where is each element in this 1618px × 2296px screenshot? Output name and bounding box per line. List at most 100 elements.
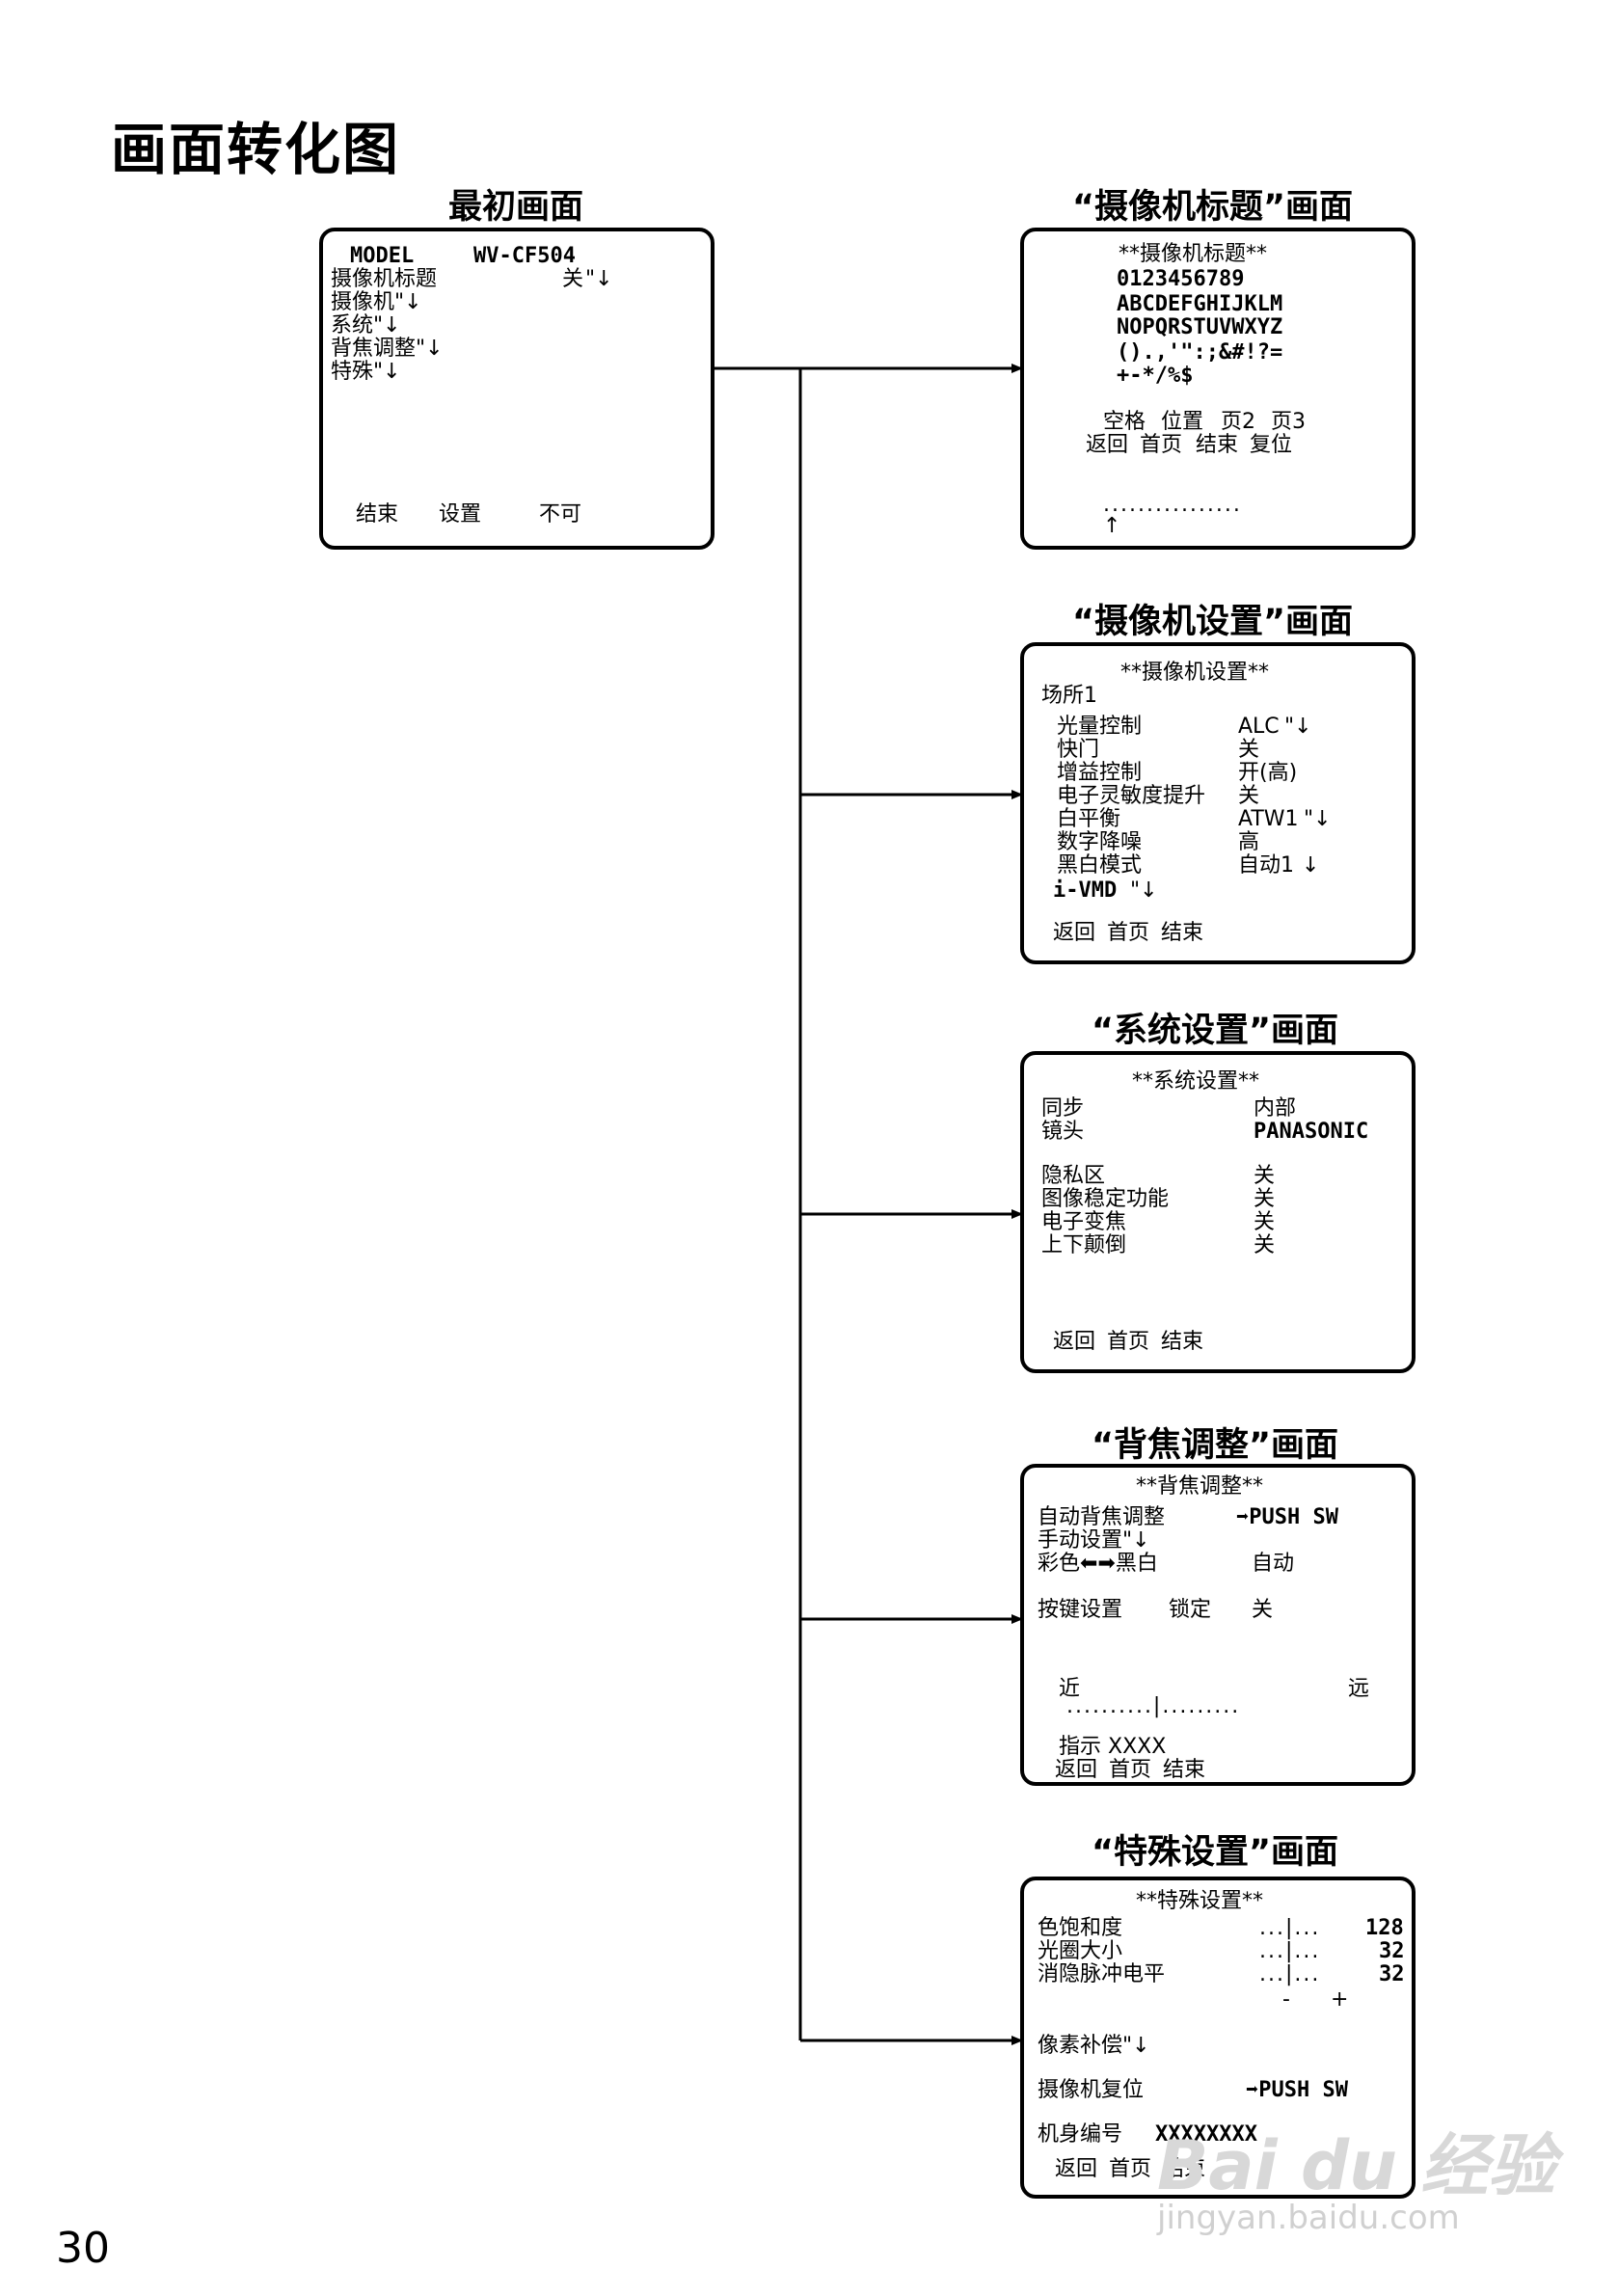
position-button[interactable]: 位置: [1161, 410, 1204, 434]
screen-header: **摄像机设置**: [1120, 661, 1270, 685]
lens-label[interactable]: 镜头: [1041, 1120, 1085, 1144]
disable-button[interactable]: 不可: [539, 502, 582, 527]
level-bar[interactable]: ...|...: [1259, 1962, 1321, 1986]
setting-value: 关: [1254, 1210, 1276, 1234]
sync-label[interactable]: 同步: [1041, 1096, 1085, 1121]
auto-focus-label[interactable]: 自动背焦调整: [1038, 1505, 1166, 1529]
camera-title-screen: **摄像机标题** 0123456789 ABCDEFGHIJKLM NOPQR…: [1020, 228, 1416, 550]
setting-value: 关: [1254, 1164, 1276, 1188]
system-setup-screen: **系统设置** 同步 内部 镜头 PANASONIC 隐私区 关 图像稳定功能…: [1020, 1051, 1416, 1373]
end-button[interactable]: 结束: [1196, 433, 1239, 457]
submenu-icon: "↓: [373, 360, 401, 384]
vmd-label[interactable]: i-VMD: [1053, 878, 1118, 903]
focus-indicator-bar: ..........|.........: [1066, 1694, 1241, 1718]
end-button[interactable]: 结束: [1163, 2157, 1206, 2181]
cursor-icon: ↑: [1103, 514, 1121, 538]
watermark-url: jingyan.baidu.com: [1157, 2199, 1460, 2237]
level-value: 128: [1365, 1916, 1404, 1940]
back-button[interactable]: 返回: [1086, 433, 1129, 457]
home-button[interactable]: 首页: [1107, 1330, 1150, 1354]
end-button[interactable]: 结束: [1161, 921, 1204, 945]
end-button[interactable]: 结束: [1161, 1330, 1204, 1354]
char-row-symbols-1[interactable]: ().,'":;&#!?=: [1117, 340, 1283, 365]
setting-value: 关: [1238, 784, 1260, 808]
setting-label[interactable]: 电子变焦: [1041, 1210, 1127, 1234]
back-button[interactable]: 返回: [1053, 921, 1096, 945]
level-bar[interactable]: ...|...: [1259, 1916, 1321, 1940]
screen-header: **系统设置**: [1132, 1069, 1260, 1094]
back-button[interactable]: 返回: [1053, 1330, 1096, 1354]
set-button[interactable]: 设置: [439, 502, 482, 527]
camera-reset-value[interactable]: ➡PUSH SW: [1246, 2078, 1348, 2102]
setting-value: 关: [1238, 738, 1260, 762]
special-setup-screen: **特殊设置** 色饱和度 ...|... 128 光圈大小 ...|... 3…: [1020, 1877, 1416, 2199]
setting-label[interactable]: 消隐脉冲电平: [1038, 1962, 1166, 1986]
serial-label: 机身编号: [1038, 2122, 1123, 2147]
setting-label[interactable]: 数字降噪: [1057, 830, 1143, 854]
setting-label[interactable]: 图像稳定功能: [1041, 1187, 1170, 1211]
setting-label[interactable]: 快门: [1057, 738, 1100, 762]
menu-special[interactable]: 特殊: [331, 360, 374, 384]
menu-back-focus[interactable]: 背焦调整: [331, 337, 417, 361]
end-button[interactable]: 结束: [356, 502, 399, 527]
back-button[interactable]: 返回: [1055, 2157, 1098, 2181]
setting-label[interactable]: 上下颠倒: [1041, 1233, 1127, 1257]
setting-label[interactable]: 电子灵敏度提升: [1057, 784, 1206, 808]
level-bar[interactable]: ...|...: [1259, 1939, 1321, 1963]
back-focus-screen: **背焦调整** 自动背焦调整 ➡PUSH SW 手动设置 "↓ 彩色⬅➡黑白 …: [1020, 1464, 1416, 1786]
camera-title-screen-heading: “摄像机标题”画面: [1072, 188, 1354, 227]
submenu-icon: "↓: [1304, 807, 1332, 831]
home-button[interactable]: 首页: [1107, 921, 1150, 945]
setting-label[interactable]: 光圈大小: [1038, 1939, 1123, 1963]
level-value: 32: [1379, 1962, 1405, 1986]
back-button[interactable]: 返回: [1055, 1758, 1098, 1782]
menu-system[interactable]: 系统: [331, 313, 374, 338]
space-button[interactable]: 空格: [1103, 410, 1146, 434]
setting-label[interactable]: 色饱和度: [1038, 1916, 1123, 1940]
setting-value: 关: [1254, 1187, 1276, 1211]
char-row-letters-1[interactable]: ABCDEFGHIJKLM: [1117, 292, 1283, 316]
title-input-field[interactable]: ................: [1103, 493, 1242, 517]
special-setup-screen-heading: “特殊设置”画面: [1092, 1833, 1339, 1872]
minus-label: -: [1282, 1987, 1290, 2012]
auto-focus-value[interactable]: ➡PUSH SW: [1236, 1505, 1338, 1529]
pixel-comp-label[interactable]: 像素补偿: [1038, 2034, 1123, 2058]
end-button[interactable]: 结束: [1163, 1758, 1206, 1782]
menu-camera-title[interactable]: 摄像机标题: [331, 267, 438, 291]
setting-label[interactable]: 黑白模式: [1057, 853, 1143, 878]
initial-screen: MODEL WV-CF504 摄像机标题 关 "↓ 摄像机 "↓ 系统 "↓ 背…: [319, 228, 715, 550]
setting-value: 自动1: [1238, 853, 1294, 878]
char-row-letters-2[interactable]: NOPQRSTUVWXYZ: [1117, 315, 1283, 339]
color-bw-label[interactable]: 彩色⬅➡黑白: [1038, 1552, 1158, 1576]
setting-label[interactable]: 隐私区: [1041, 1164, 1106, 1188]
home-button[interactable]: 首页: [1140, 433, 1183, 457]
reset-button[interactable]: 复位: [1250, 433, 1293, 457]
color-bw-value: 自动: [1252, 1552, 1295, 1576]
model-label: MODEL: [350, 244, 415, 268]
setting-label[interactable]: 白平衡: [1057, 807, 1121, 831]
setting-value: 开(高): [1238, 761, 1298, 785]
submenu-icon: "↓: [1130, 878, 1158, 903]
manual-setup-label[interactable]: 手动设置: [1038, 1528, 1123, 1553]
submenu-icon: "↓: [1122, 2034, 1150, 2058]
home-button[interactable]: 首页: [1109, 2157, 1152, 2181]
home-button[interactable]: 首页: [1109, 1758, 1152, 1782]
lens-value: PANASONIC: [1254, 1120, 1369, 1144]
submenu-icon: "↓: [373, 313, 401, 338]
submenu-icon: "↓: [416, 337, 444, 361]
key-setup-label[interactable]: 按键设置: [1038, 1598, 1123, 1622]
page-title: 画面转化图: [111, 117, 401, 182]
lock-label: 锁定: [1169, 1598, 1212, 1622]
setting-label[interactable]: 光量控制: [1057, 715, 1143, 739]
camera-reset-label[interactable]: 摄像机复位: [1038, 2078, 1145, 2102]
model-value: WV-CF504: [473, 244, 576, 268]
char-row-symbols-2[interactable]: +-*/%$: [1117, 364, 1194, 388]
char-row-digits[interactable]: 0123456789: [1117, 267, 1245, 291]
page2-button[interactable]: 页2: [1221, 410, 1255, 434]
menu-camera[interactable]: 摄像机: [331, 290, 395, 314]
setting-label[interactable]: 增益控制: [1057, 761, 1143, 785]
scene-label: 场所1: [1041, 684, 1097, 708]
page3-button[interactable]: 页3: [1271, 410, 1306, 434]
lock-value: 关: [1252, 1598, 1274, 1622]
